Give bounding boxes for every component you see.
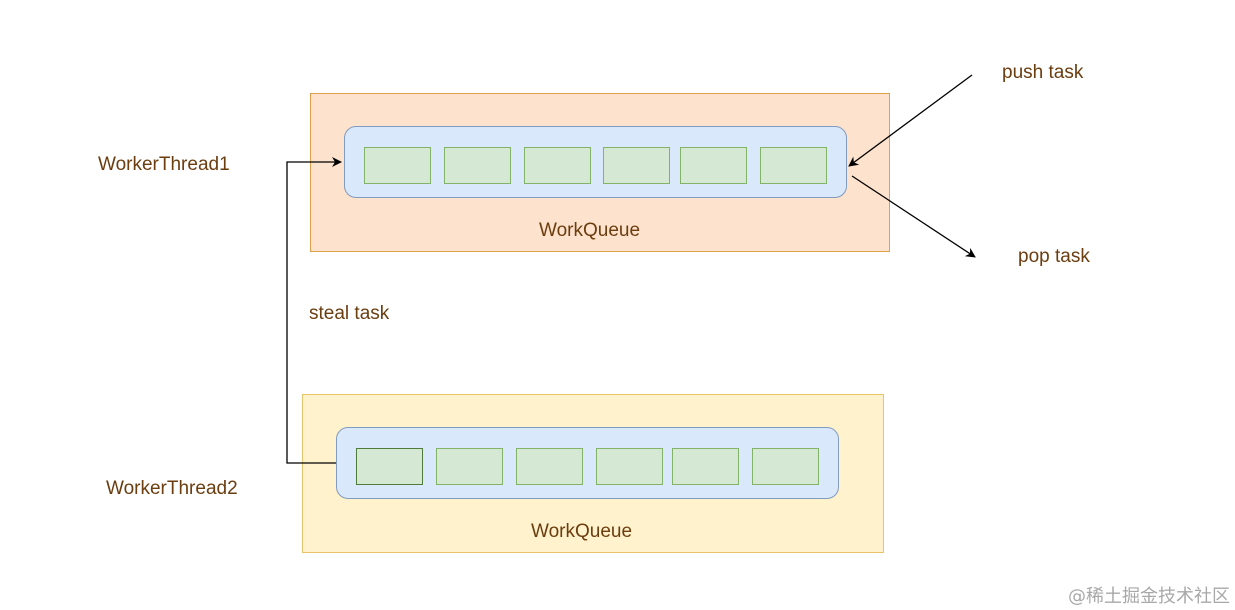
queue-2-slot-1 — [356, 448, 423, 485]
work-queue-1 — [344, 126, 847, 198]
queue-1-slot-2 — [444, 147, 511, 184]
queue-2-slot-4 — [596, 448, 663, 485]
queue-1-slot-5 — [680, 147, 747, 184]
work-queue-2-label: WorkQueue — [531, 521, 633, 542]
pop-task-arrow — [851, 175, 976, 258]
queue-1-slot-3 — [524, 147, 591, 184]
queue-2-slot-2 — [436, 448, 503, 485]
watermark: @稀土掘金技术社区 — [1068, 586, 1230, 607]
worker-thread-1-label: WorkerThread1 — [98, 154, 230, 175]
queue-2-slot-6 — [752, 448, 819, 485]
work-queue-2 — [336, 427, 839, 499]
queue-1-slot-1 — [364, 147, 431, 184]
push-task-label: push task — [1002, 62, 1084, 83]
steal-task-arrow — [286, 157, 342, 464]
queue-2-slot-5 — [672, 448, 739, 485]
queue-1-slot-6 — [760, 147, 827, 184]
work-queue-1-label: WorkQueue — [539, 220, 641, 241]
worker-thread-2-label: WorkerThread2 — [106, 478, 238, 499]
steal-task-label: steal task — [309, 303, 390, 324]
queue-2-slot-3 — [516, 448, 583, 485]
queue-1-slot-4 — [603, 147, 670, 184]
pop-task-label: pop task — [1018, 246, 1090, 267]
push-task-arrow — [848, 74, 973, 167]
